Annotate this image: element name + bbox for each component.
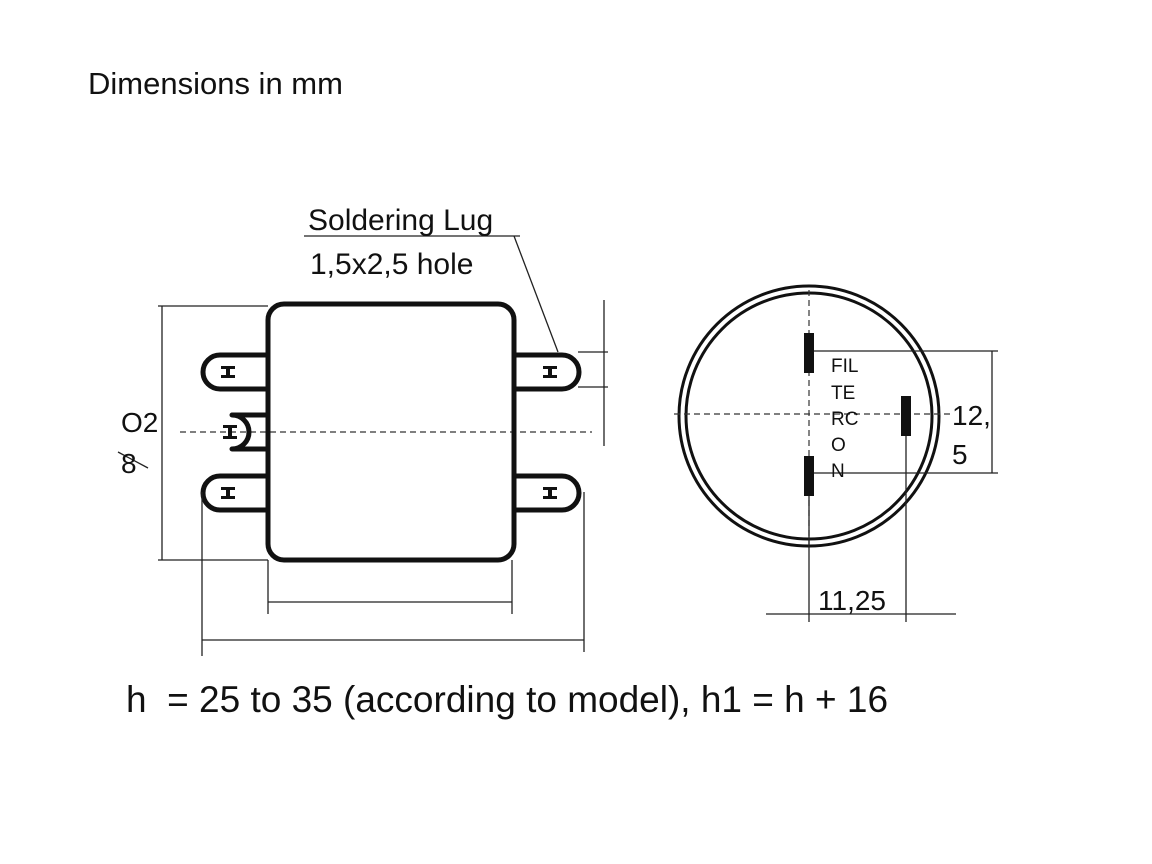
pin-bottom [804,456,814,496]
logo-line-1: FIL [831,356,858,377]
lug-left-middle [229,412,271,452]
diameter-label-line1: O2 [121,407,158,438]
pin-right [901,396,911,436]
lug-label-line2: 1,5x2,5 hole [310,248,473,281]
page-title: Dimensions in mm [88,66,343,101]
front-view [117,235,608,656]
pin-top [804,333,814,373]
filter-body [265,301,517,563]
lug-left-bottom [200,473,271,513]
pin-spacing-label-line1: 12, [952,400,991,431]
diameter-tick [117,451,149,469]
logo-line-3: RC [831,409,858,430]
lug-left-top [200,352,271,392]
lug-leader-line [513,235,559,353]
logo-line-4: O [831,435,846,456]
height-footnote: h = 25 to 35 (according to model), h1 = … [126,679,888,720]
lug-right-top [511,352,582,392]
logo-line-5: N [831,461,845,482]
end-view [674,284,998,622]
lug-label-line1: Soldering Lug [308,204,493,237]
lug-right-bottom [511,473,582,513]
pin-spacing-label-line2: 5 [952,439,968,470]
diameter-label-line2: 8 [121,448,137,479]
pin-offset-label: 11,25 [818,585,886,616]
logo-line-2: TE [831,383,855,404]
lug-holes [221,366,557,499]
